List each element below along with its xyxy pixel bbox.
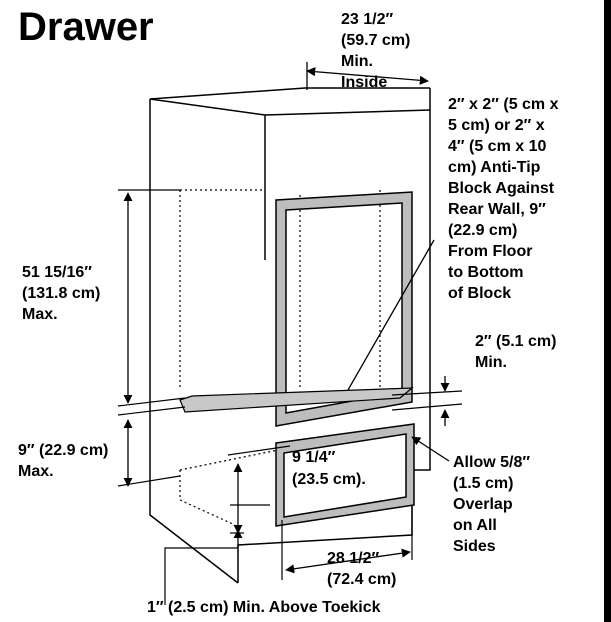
dimension-arrows	[118, 62, 450, 574]
anti-tip-block	[179, 387, 414, 413]
hidden-lines	[179, 189, 381, 526]
page-title: Drawer	[18, 5, 154, 49]
drawer-height-label: 9 1/4″ (23.5 cm).	[292, 449, 366, 488]
inside-width-label: 23 1/2″ (59.7 cm) Min. Inside	[341, 11, 415, 91]
height-max-label: 51 15/16″ (131.8 cm) Max.	[22, 264, 105, 323]
toekick-label: 1″ (2.5 cm) Min. Above Toekick	[147, 599, 381, 616]
drawer-width-label: 28 1/2″ (72.4 cm)	[327, 550, 396, 588]
floor-max-label: 9″ (22.9 cm) Max.	[18, 442, 113, 480]
page-edge-bar	[604, 0, 611, 622]
gap-min-label: 2″ (5.1 cm) Min.	[475, 333, 561, 371]
anti-tip-label: 2″ x 2″ (5 cm x 5 cm) or 2″ x 4″ (5 cm x…	[448, 96, 563, 302]
overlap-label: Allow 5/8″ (1.5 cm) Overlap on All Sides	[453, 454, 534, 555]
reference-lines	[117, 390, 463, 605]
cabinet-outline	[149, 87, 431, 584]
drawer-frame	[275, 423, 415, 527]
